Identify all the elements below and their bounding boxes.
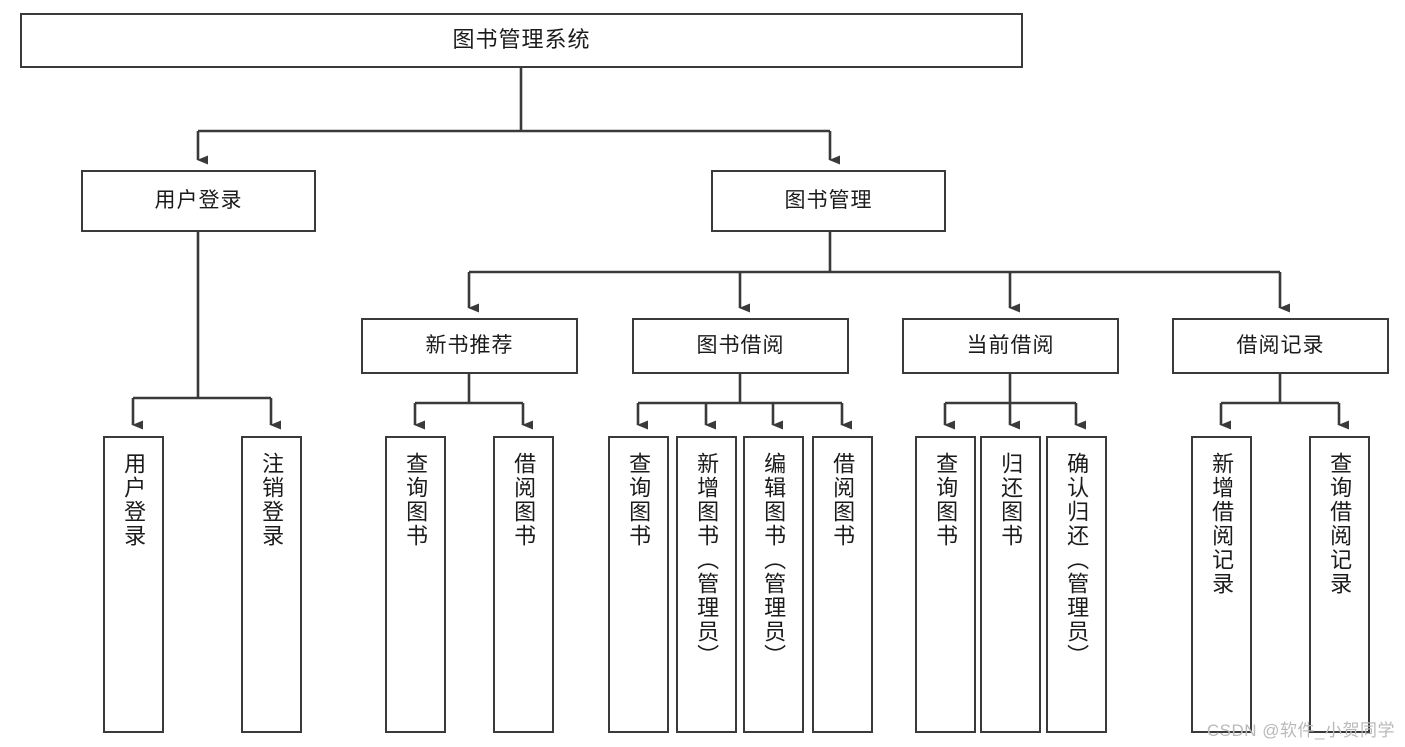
node-label: 查询借阅记录 (1327, 452, 1353, 596)
node-new-book-recommend[interactable]: 新书推荐 (361, 318, 578, 374)
node-leaf-user-login[interactable]: 用户登录 (103, 436, 164, 733)
node-book-borrow[interactable]: 图书借阅 (632, 318, 849, 374)
node-label: 图书管理 (784, 189, 873, 213)
node-leaf-logout[interactable]: 注销登录 (241, 436, 302, 733)
node-leaf-query-book-current[interactable]: 查询图书 (915, 436, 976, 733)
node-label: 注销登录 (259, 452, 285, 548)
node-label: 编辑图书（管理员） (761, 452, 787, 668)
watermark: CSDN @软件_小贺同学 (1206, 721, 1395, 740)
node-current-borrow[interactable]: 当前借阅 (902, 318, 1119, 374)
node-label: 借阅记录 (1236, 334, 1325, 358)
node-label: 新增图书（管理员） (694, 452, 720, 668)
node-label: 查询图书 (933, 452, 959, 548)
node-label: 借阅图书 (511, 452, 537, 548)
node-label: 图书借阅 (696, 334, 785, 358)
node-leaf-borrow-book[interactable]: 借阅图书 (812, 436, 873, 733)
node-leaf-query-book-recommend[interactable]: 查询图书 (385, 436, 446, 733)
node-label: 图书管理系统 (452, 27, 591, 53)
node-label: 查询图书 (403, 452, 429, 548)
node-label: 查询图书 (626, 452, 652, 548)
node-leaf-query-borrow-record[interactable]: 查询借阅记录 (1309, 436, 1370, 733)
node-borrow-record[interactable]: 借阅记录 (1172, 318, 1389, 374)
node-label: 确认归还（管理员） (1064, 452, 1090, 668)
node-label: 归还图书 (998, 452, 1024, 548)
node-root-book-management-system[interactable]: 图书管理系统 (20, 13, 1023, 68)
node-book-management[interactable]: 图书管理 (711, 170, 946, 232)
node-label: 借阅图书 (830, 452, 856, 548)
node-leaf-add-borrow-record[interactable]: 新增借阅记录 (1191, 436, 1252, 733)
node-label: 新书推荐 (425, 334, 514, 358)
node-label: 用户登录 (154, 189, 243, 213)
node-label: 当前借阅 (966, 334, 1055, 358)
node-label: 新增借阅记录 (1209, 452, 1235, 596)
node-leaf-borrow-book-recommend[interactable]: 借阅图书 (493, 436, 554, 733)
node-label: 用户登录 (121, 452, 147, 548)
node-leaf-return-book[interactable]: 归还图书 (980, 436, 1041, 733)
node-leaf-query-book-borrow[interactable]: 查询图书 (608, 436, 669, 733)
node-leaf-edit-book-admin[interactable]: 编辑图书（管理员） (743, 436, 804, 733)
node-leaf-add-book-admin[interactable]: 新增图书（管理员） (676, 436, 737, 733)
node-user-login[interactable]: 用户登录 (81, 170, 316, 232)
node-leaf-confirm-return-admin[interactable]: 确认归还（管理员） (1046, 436, 1107, 733)
